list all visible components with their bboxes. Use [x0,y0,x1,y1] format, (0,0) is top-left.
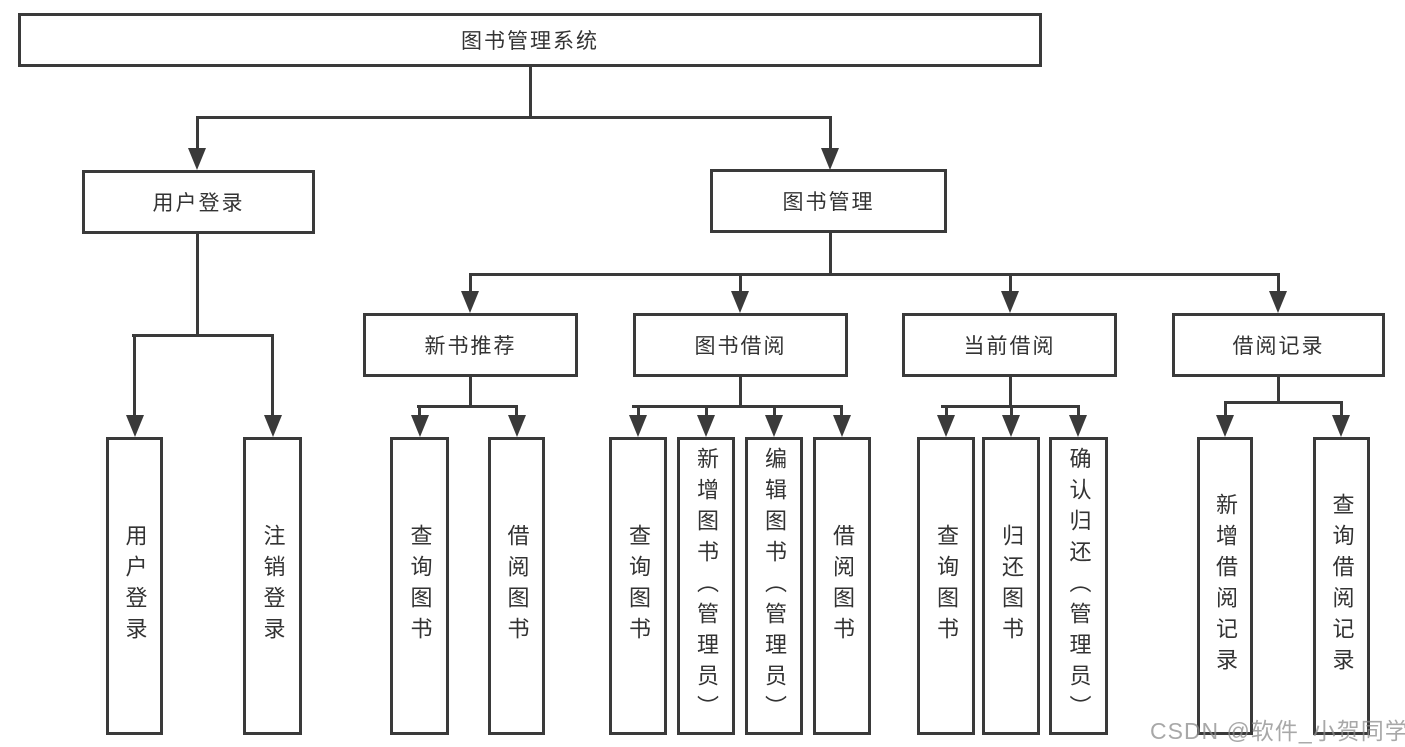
connector-line [1224,401,1227,419]
arrowhead-down-icon [1216,415,1234,437]
arrowhead-down-icon [1332,415,1350,437]
node-user-login-group: 用户登录 [82,170,315,234]
node-return-book: 归还图书 [982,437,1040,735]
node-label: 查询图书 [934,524,959,648]
connector-line [773,405,776,419]
arrowhead-down-icon [188,148,206,170]
connector-line [829,116,832,152]
connector-line [196,234,199,337]
node-confirm-return-admin: 确认归还（管理员） [1049,437,1108,735]
node-current-borrowing: 当前借阅 [902,313,1117,377]
connector-line [271,334,274,418]
connector-line [469,273,472,295]
connector-line [632,405,843,408]
node-label: 借阅图书 [830,524,855,648]
arrowhead-down-icon [697,415,715,437]
arrowhead-down-icon [1269,291,1287,313]
node-user-login: 用户登录 [106,437,163,735]
connector-line [469,273,1280,276]
node-label: 确认归还（管理员） [1066,446,1092,726]
node-label: 新增图书（管理员） [694,446,719,726]
node-book-management: 图书管理 [710,169,947,233]
connector-line [418,405,421,419]
watermark-text: CSDN @软件_小贺同学 [1150,718,1405,744]
node-borrow-books: 借阅图书 [813,437,871,735]
node-label: 用户登录 [122,524,148,648]
node-label: 归还图书 [999,524,1024,648]
connector-line [705,405,708,419]
node-label: 查询借阅记录 [1329,493,1355,679]
connector-line [1224,401,1343,404]
node-label: 新增借阅记录 [1213,493,1238,679]
connector-line [739,377,742,408]
connector-line [417,405,518,408]
arrowhead-down-icon [765,415,783,437]
connector-line [840,405,843,419]
connector-line [829,233,832,276]
node-label: 图书借阅 [694,335,787,358]
node-query-books-borrowing: 查询图书 [609,437,667,735]
node-query-books-current: 查询图书 [917,437,975,735]
arrowhead-down-icon [821,148,839,170]
connector-line [1009,377,1012,408]
node-label: 查询图书 [407,524,433,648]
connector-line [1277,377,1280,404]
connector-line [739,273,742,295]
node-label: 图书管理 [782,191,875,214]
connector-line [132,334,274,337]
arrowhead-down-icon [937,415,955,437]
node-borrow-books-recommend: 借阅图书 [488,437,545,735]
arrowhead-down-icon [1001,291,1019,313]
node-borrowing-records: 借阅记录 [1172,313,1385,377]
node-add-book-admin: 新增图书（管理员） [677,437,735,735]
node-label: 图书管理系统 [461,30,599,53]
connector-line [945,405,948,419]
node-query-borrow-record: 查询借阅记录 [1313,437,1370,735]
node-label: 当前借阅 [963,335,1056,358]
connector-line [1077,405,1080,419]
arrowhead-down-icon [126,415,144,437]
arrowhead-down-icon [461,291,479,313]
connector-line [133,334,136,418]
node-label: 查询图书 [626,524,651,648]
node-add-borrow-record: 新增借阅记录 [1197,437,1253,735]
node-label: 编辑图书（管理员） [762,446,787,726]
connector-line [196,116,199,152]
connector-line [1009,273,1012,295]
node-label: 注销登录 [260,524,286,648]
node-label: 用户登录 [152,192,245,215]
connector-line [1010,405,1013,419]
node-query-books-recommend: 查询图书 [390,437,449,735]
arrowhead-down-icon [508,415,526,437]
connector-line [529,66,532,119]
arrowhead-down-icon [833,415,851,437]
node-label: 借阅记录 [1232,335,1325,358]
connector-line [515,405,518,419]
connector-line [1277,273,1280,295]
node-book-borrowing: 图书借阅 [633,313,848,377]
node-edit-book-admin: 编辑图书（管理员） [745,437,803,735]
arrowhead-down-icon [731,291,749,313]
node-label: 借阅图书 [504,524,530,648]
node-new-book-recommend: 新书推荐 [363,313,578,377]
connector-line [637,405,640,419]
node-logout: 注销登录 [243,437,302,735]
connector-line [196,116,832,119]
arrowhead-down-icon [1069,415,1087,437]
node-library-system: 图书管理系统 [18,13,1042,67]
arrowhead-down-icon [1002,415,1020,437]
node-label: 新书推荐 [424,335,517,358]
arrowhead-down-icon [411,415,429,437]
connector-line [469,377,472,408]
arrowhead-down-icon [629,415,647,437]
arrowhead-down-icon [264,415,282,437]
connector-line [1340,401,1343,419]
